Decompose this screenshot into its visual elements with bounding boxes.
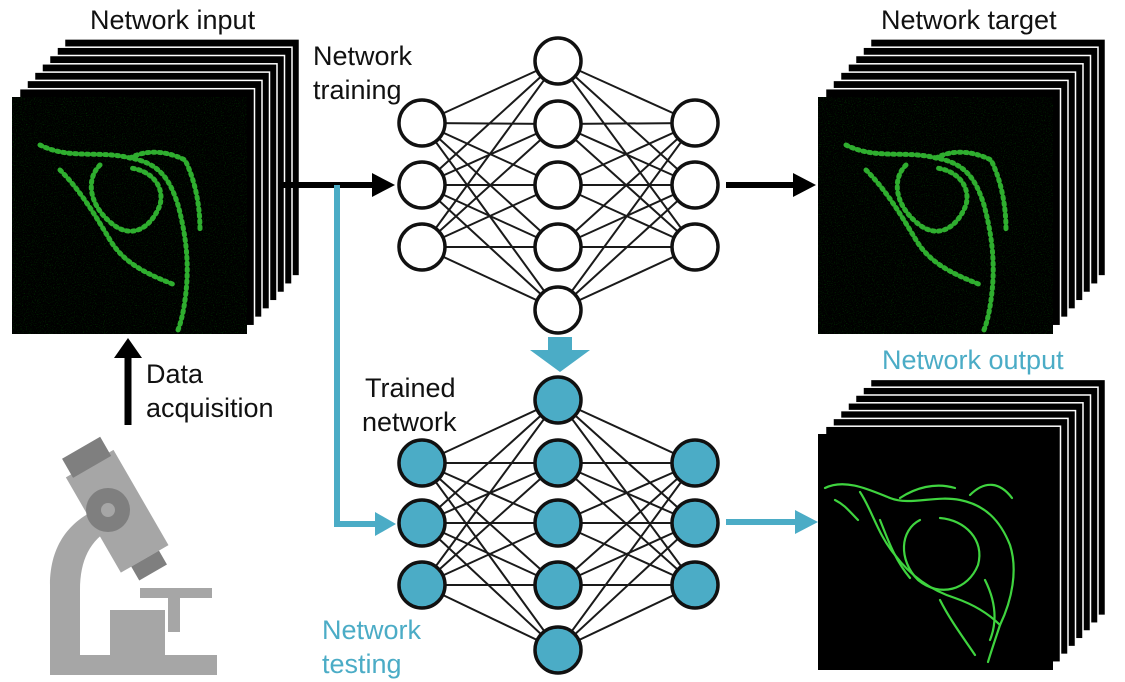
neuron-node [533, 625, 583, 675]
network-connection [557, 584, 696, 651]
network-output-image [818, 434, 1053, 670]
neuron-node [533, 438, 583, 488]
network-input-label: Network input [90, 5, 256, 35]
neuron-node [533, 36, 583, 86]
neuron-node [397, 438, 447, 488]
network-target-label: Network target [881, 5, 1057, 35]
neuron-node [397, 222, 447, 272]
neuron-node [397, 498, 447, 548]
arrow-network-trained-down [530, 337, 590, 372]
neuron-node [533, 99, 583, 149]
network-connection [557, 462, 696, 524]
neuron-node [670, 560, 720, 610]
network-connection [421, 522, 559, 651]
network-connection [557, 522, 696, 651]
data-acquisition-label-line1: Data [146, 359, 204, 389]
neuron-node [670, 98, 720, 148]
network-connection [421, 462, 559, 651]
network-connection [421, 184, 559, 248]
arrow-input-to-testing [334, 185, 396, 536]
network-input-image [12, 97, 247, 334]
microscope-icon [50, 436, 217, 675]
network-connection [421, 399, 559, 464]
trained-neural-network [397, 375, 720, 675]
arrow-icon [114, 338, 142, 358]
neuron-node [670, 498, 720, 548]
neuron-node [533, 375, 583, 425]
neuron-node [670, 222, 720, 272]
neuron-node [670, 438, 720, 488]
network-connection [557, 122, 696, 311]
neuron-node [397, 560, 447, 610]
trained-network-label-line1: Trained [365, 373, 456, 403]
arrow-input-to-training [280, 173, 395, 197]
arrow-acquisition-up [114, 338, 142, 425]
arrow-testing-to-output [726, 510, 818, 534]
network-training-label-line1: Network [313, 41, 413, 71]
network-connection [421, 399, 559, 586]
network-output-label: Network output [882, 345, 1064, 375]
network-testing-label-line1: Network [322, 615, 422, 645]
network-connection [557, 462, 696, 651]
network-testing-label-line2: testing [322, 649, 402, 679]
network-connection [557, 399, 696, 464]
network-connection [557, 184, 696, 311]
arrow-icon [530, 337, 590, 372]
network-connection [557, 122, 696, 248]
network-connection [557, 60, 696, 124]
arrow-training-to-target [726, 173, 816, 197]
arrow-icon [793, 173, 816, 197]
trained-network-label-line2: network [362, 407, 457, 437]
neuron-node [533, 222, 583, 272]
network-connection [421, 246, 559, 311]
network-connection [421, 584, 559, 651]
network-connection [421, 60, 559, 248]
network-connection [421, 522, 559, 586]
network-connection [557, 462, 696, 586]
network-connection [557, 246, 696, 311]
network-connection [557, 122, 696, 186]
arrow-icon [372, 173, 395, 197]
network-connection [421, 399, 559, 524]
neuron-node [533, 498, 583, 548]
network-connection [557, 399, 696, 524]
neuron-node [533, 560, 583, 610]
network-connection [421, 60, 559, 186]
untrained-neural-network [397, 36, 720, 335]
neuron-node [670, 160, 720, 210]
arrow-icon [795, 510, 818, 534]
network-training-label-line2: training [313, 75, 402, 105]
neuron-node [397, 160, 447, 210]
network-target-image [818, 97, 1053, 334]
network-connection [421, 60, 559, 124]
arrow-icon [375, 512, 396, 536]
data-acquisition-label-line2: acquisition [146, 393, 274, 423]
neuron-node [533, 160, 583, 210]
network-connection [557, 522, 696, 586]
network-connection [421, 462, 559, 586]
network-connection [421, 123, 559, 248]
neuron-node [397, 98, 447, 148]
neuron-node [533, 285, 583, 335]
